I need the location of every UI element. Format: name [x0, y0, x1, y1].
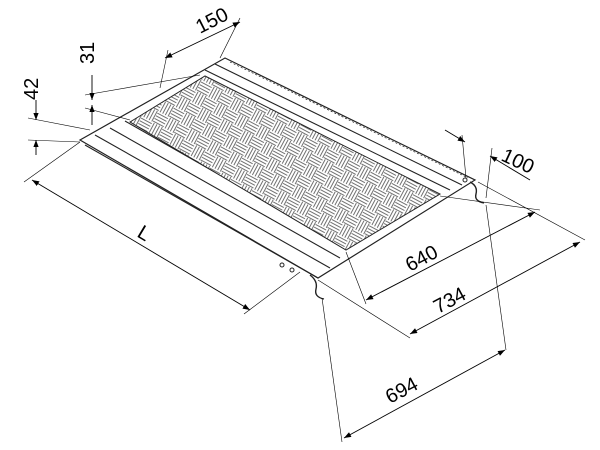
svg-text:100: 100 — [498, 145, 538, 179]
hook-front — [309, 274, 325, 300]
hook-back — [469, 181, 485, 204]
dimension-42: 42 — [21, 78, 91, 155]
dimension-31: 31 — [77, 42, 201, 125]
svg-text:42: 42 — [21, 78, 43, 100]
checker-plate — [129, 75, 442, 251]
svg-text:150: 150 — [192, 4, 232, 39]
svg-text:640: 640 — [402, 241, 442, 276]
svg-text:694: 694 — [382, 373, 422, 408]
svg-text:734: 734 — [430, 283, 470, 318]
svg-text:31: 31 — [77, 42, 99, 64]
